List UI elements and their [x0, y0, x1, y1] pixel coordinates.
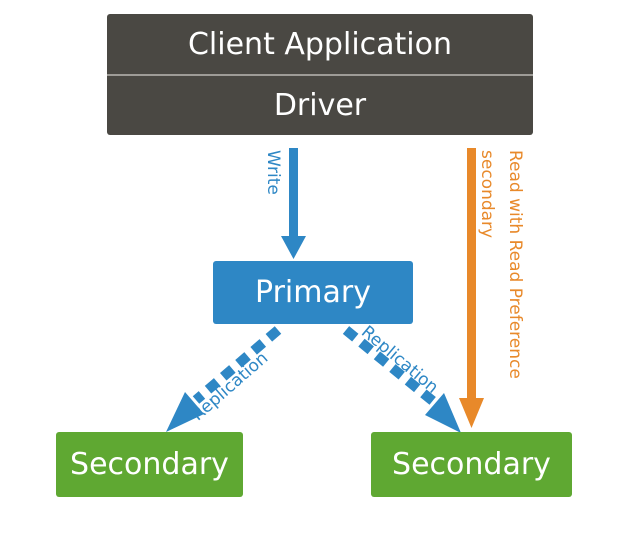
- write-label: Write: [263, 150, 283, 195]
- client-application-label: Client Application: [187, 26, 452, 62]
- write-arrow-head: [281, 236, 306, 259]
- secondary-node-2: Secondary: [371, 432, 572, 497]
- replication-right-arrow: [342, 326, 461, 433]
- driver-label: Driver: [273, 88, 367, 123]
- write-arrow: [281, 148, 306, 259]
- replication-left-arrow: [166, 326, 282, 432]
- replication-left-head: [166, 392, 204, 432]
- secondary-1-label: Secondary: [70, 447, 229, 482]
- read-arrow-head: [459, 398, 484, 428]
- read-label-line2: secondary: [477, 150, 497, 239]
- client-application-box: Client Application Driver: [107, 14, 533, 135]
- primary-label: Primary: [255, 275, 371, 310]
- client-driver-divider: [107, 74, 533, 76]
- read-arrow: [459, 148, 484, 428]
- read-label-line1: Read with Read Preference: [505, 150, 525, 379]
- replication-right-head: [425, 393, 461, 433]
- primary-node: Primary: [213, 261, 413, 324]
- secondary-node-1: Secondary: [56, 432, 243, 497]
- replication-left-shaft: [192, 326, 282, 404]
- read-arrow-shaft: [467, 148, 476, 400]
- write-arrow-shaft: [289, 148, 298, 236]
- secondary-2-label: Secondary: [392, 447, 551, 482]
